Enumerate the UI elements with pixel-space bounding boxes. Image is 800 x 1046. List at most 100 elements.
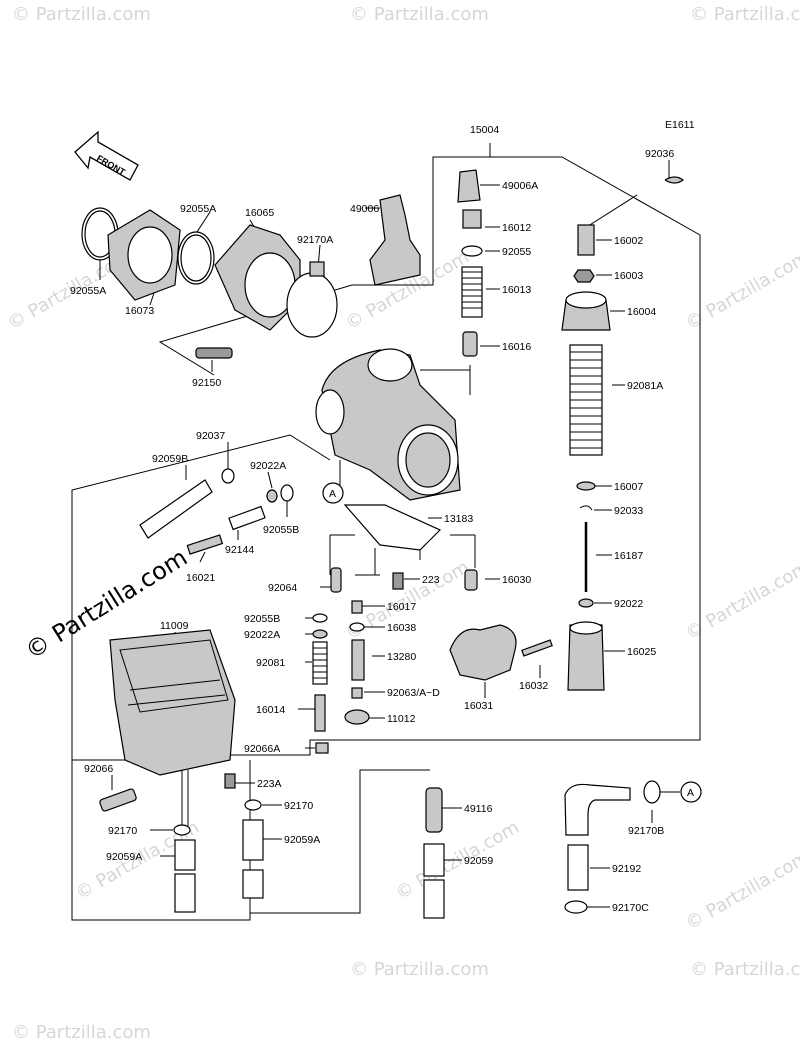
part-labels: 15004 92036 49006 49006A 92055A 16065 92…	[70, 124, 674, 914]
gasket-13183	[343, 504, 442, 551]
clip-92033	[579, 505, 593, 511]
part-label: 223A	[257, 778, 282, 790]
clamp-92170c	[564, 900, 588, 914]
clamp-92170	[244, 799, 262, 811]
part-label: 16021	[186, 572, 215, 584]
pin-16032	[521, 639, 553, 657]
throttle-valve-16025	[567, 624, 605, 691]
part-label: 92170	[284, 800, 313, 812]
part-label: 92055	[502, 246, 531, 258]
part-label: 16014	[256, 704, 285, 716]
part-label: 16004	[627, 306, 656, 318]
part-label: 15004	[470, 124, 499, 136]
plug-92037	[221, 468, 235, 484]
part-label: 16038	[387, 622, 416, 634]
part-label: 92150	[192, 377, 221, 389]
cap-49006	[369, 194, 421, 286]
part-label: 11012	[387, 713, 416, 725]
part-label: 16002	[614, 235, 643, 247]
float-16031	[449, 624, 517, 681]
part-label: 16016	[502, 341, 531, 353]
clamp-92170a	[286, 272, 338, 338]
o-ring-92055b-b	[312, 613, 328, 623]
part-label: 16003	[614, 270, 643, 282]
seat-16007	[576, 481, 596, 491]
o-ring-92055b	[280, 484, 294, 502]
part-label: 13280	[387, 651, 416, 663]
callout-a-circle-2	[680, 781, 702, 803]
screw-92066	[99, 788, 137, 812]
part-label: 16073	[125, 305, 154, 317]
holder-16016	[462, 331, 478, 357]
part-label: 92033	[614, 505, 643, 517]
bolt-92150	[195, 347, 233, 359]
callout-a: A	[329, 488, 336, 500]
nut-16003	[573, 269, 595, 283]
jet-16017	[351, 600, 363, 614]
needle-jet-13280	[351, 639, 365, 681]
o-ring-16038	[349, 622, 365, 632]
washer-92022	[578, 598, 594, 608]
tube-92059	[423, 843, 445, 877]
part-label: 16007	[614, 481, 643, 493]
part-label: 49006A	[502, 180, 538, 192]
part-label: 92170B	[628, 825, 664, 837]
part-label: 16031	[464, 700, 493, 712]
part-label: 92063/A~D	[387, 687, 440, 699]
part-label: 16012	[502, 222, 531, 234]
gasket-ring-inner-b	[180, 234, 212, 282]
part-label: 92022	[614, 598, 643, 610]
part-label: 16013	[502, 284, 531, 296]
watermark: © Partzilla.com	[690, 4, 800, 25]
part-label: 92059	[464, 855, 493, 867]
screw-16021	[186, 534, 224, 555]
part-label: 92055A	[70, 285, 106, 297]
part-label: 16032	[519, 680, 548, 692]
plug-92066a	[315, 742, 329, 754]
tube-92192	[567, 844, 589, 891]
clip-92036	[664, 176, 685, 184]
fitting-49116	[425, 787, 443, 833]
watermark: © Partzilla.com	[350, 959, 489, 980]
watermark: © Partzilla.com	[690, 959, 800, 980]
part-label: 92037	[196, 430, 225, 442]
part-label: 92036	[645, 148, 674, 160]
part-label: 92170C	[612, 902, 649, 914]
clamp-92170-b	[173, 824, 191, 836]
callout-a-2: A	[687, 787, 694, 799]
part-shapes: A	[81, 169, 702, 919]
front-arrow-icon: FRONT	[74, 130, 139, 181]
screw-16002	[577, 224, 595, 256]
part-label: 92170A	[297, 234, 333, 246]
clamp-screw	[309, 261, 325, 277]
part-label: 92066	[84, 763, 113, 775]
watermark: © Partzilla.com	[682, 847, 800, 935]
o-ring-92055	[461, 245, 483, 257]
part-label: 92022A	[244, 629, 280, 641]
jet-92064	[330, 567, 342, 593]
spring-92144	[228, 505, 266, 531]
part-label: 92081	[256, 657, 285, 669]
part-label: 16025	[627, 646, 656, 658]
jet-16030	[464, 569, 478, 591]
part-label: 92066A	[244, 743, 280, 755]
adjuster-16012	[462, 209, 482, 229]
callout-a-circle	[322, 482, 344, 504]
part-label: 92144	[225, 544, 254, 556]
part-label: 11009	[160, 620, 189, 632]
jet-92063	[351, 687, 363, 699]
part-label: 16017	[387, 601, 416, 613]
tube-92059a	[242, 819, 264, 861]
part-label: 49006	[350, 203, 379, 215]
part-label: 92059A	[284, 834, 320, 846]
part-label: 49116	[464, 803, 493, 815]
screw-223	[392, 572, 404, 590]
insulator-bore	[127, 226, 173, 284]
tube-elbow	[564, 783, 631, 836]
part-label: 16030	[502, 574, 531, 586]
diagram-code: E1611	[665, 119, 695, 131]
float-valve-11012	[344, 709, 370, 725]
part-label: 13183	[444, 513, 473, 525]
part-label: 92081A	[627, 380, 663, 392]
